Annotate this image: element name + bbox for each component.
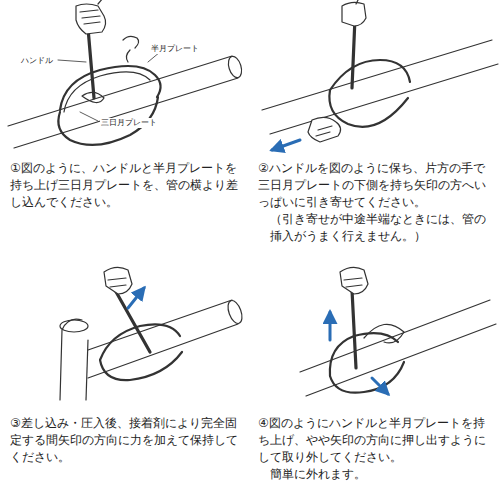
step-text: ③差し込み・圧入後、接着剤により完全固定する間矢印の方向に力を加えて保持してくだ…: [10, 415, 246, 466]
leader-lines: [58, 52, 160, 121]
panel-2-drawing: [262, 0, 498, 150]
step-text: ④図のようにハンドルと半月プレートを持ち上げ、やや矢印の方向に押し出すようにして…: [258, 415, 494, 466]
step-note: （引き寄せが中途半端なときには、管の挿入がうまく行えません。）: [270, 211, 492, 245]
panel-3-drawing: [60, 267, 245, 400]
step-note: 簡単に外れます。: [270, 466, 492, 483]
part-label: ハンドル: [20, 56, 54, 66]
panel-4-drawing: [300, 267, 496, 396]
step-text: ①図のように、ハンドルと半月プレートを持ち上げ三日月プレートを、管の横より差し込…: [10, 160, 246, 211]
part-label: 三日月プレート: [100, 118, 158, 128]
step-text: ②ハンドルを図のように保ち、片方の手で三日月プレートの下側を持ち矢印の方へいっぱ…: [258, 160, 494, 211]
panel-1-drawing: [8, 0, 244, 148]
part-label: 半月プレート: [150, 44, 200, 54]
